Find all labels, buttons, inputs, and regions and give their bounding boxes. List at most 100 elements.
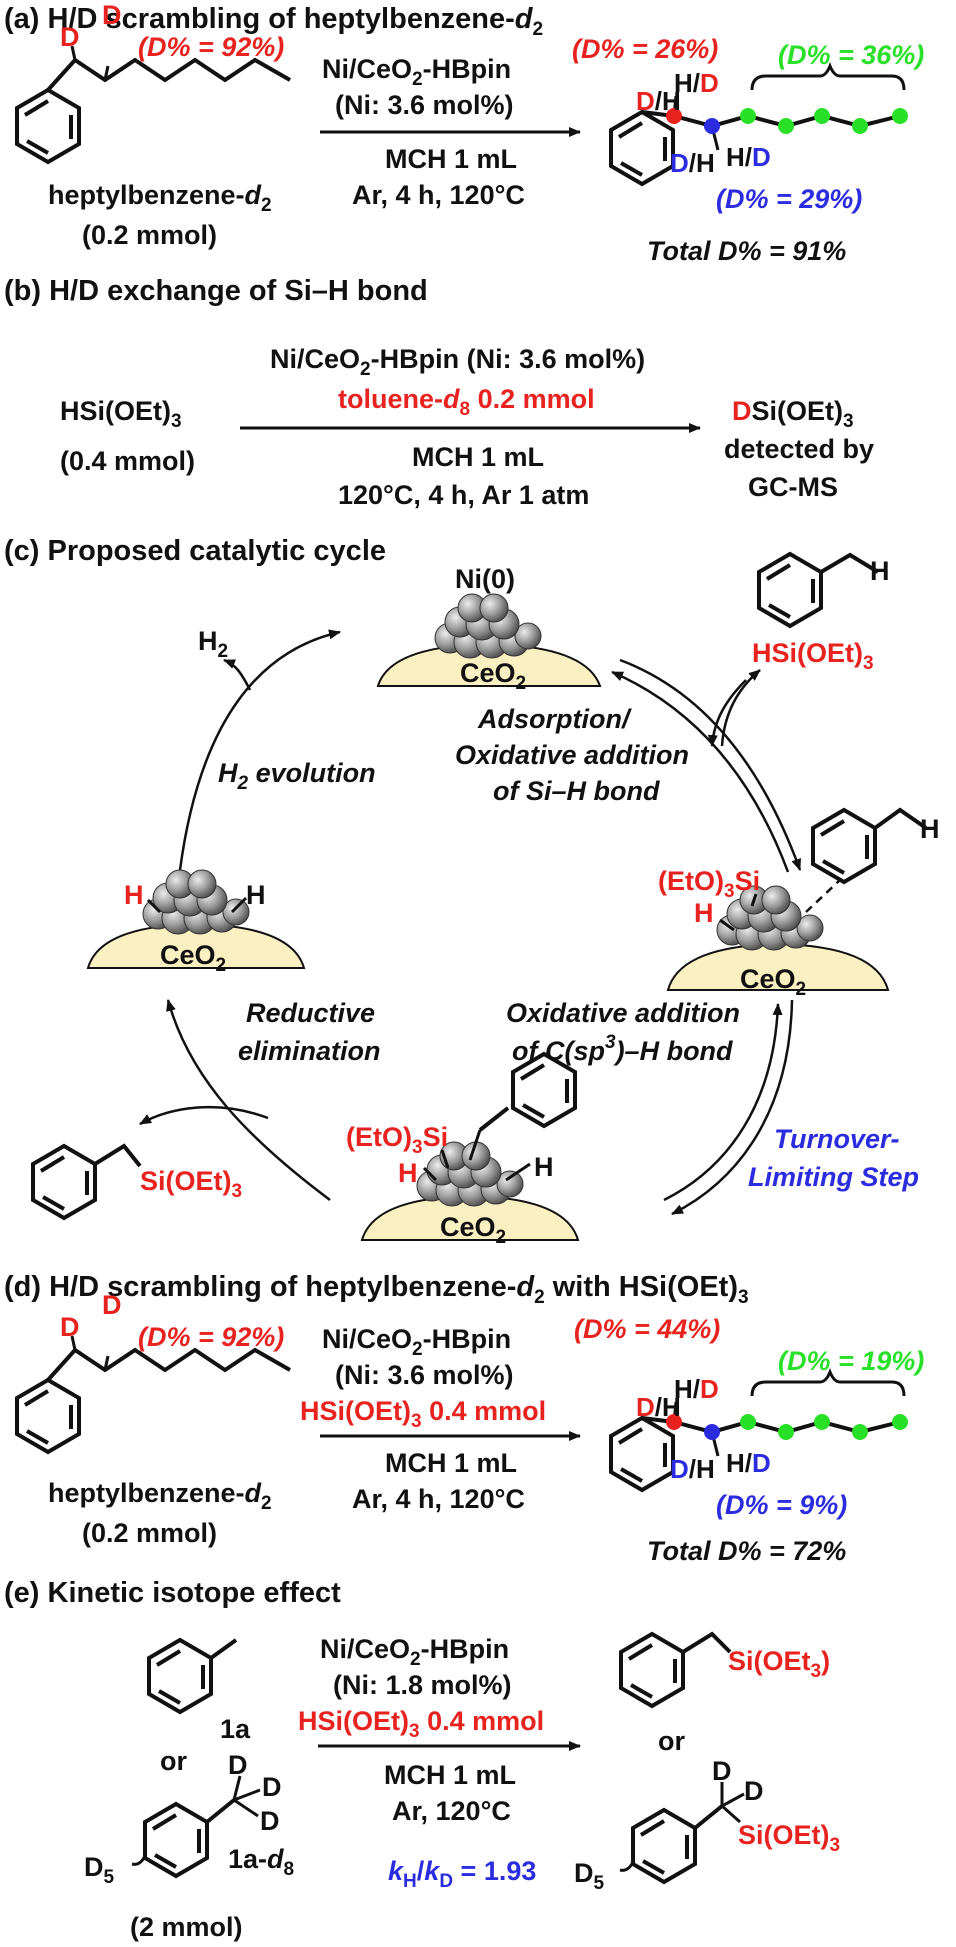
d5-label-product: D5: [574, 1858, 605, 1894]
conditions-b-4: 120°C, 4 h, Ar 1 atm: [338, 480, 589, 510]
nickel-cluster-icon: [142, 869, 250, 935]
product-e1-structure: [619, 1631, 732, 1708]
conditions-b-1: Ni/CeO2-HBpin (Ni: 3.6 mol%): [270, 344, 645, 380]
d-atom-2: D: [102, 0, 122, 30]
label-1a: 1a: [220, 1714, 251, 1744]
d5-label-reactant: D5: [84, 1852, 115, 1888]
adsorption-label-3: of Si–H bond: [493, 776, 660, 806]
conditions-b-2: toluene-d8 0.2 mmol: [338, 384, 595, 420]
oxidative-label-2: of C(sp3)–H bond: [512, 1032, 733, 1066]
product-gcms: GC-MS: [748, 472, 838, 502]
adsorption-label-1: Adsorption/: [477, 704, 632, 734]
reactant-amount-d: (0.2 mmol): [82, 1518, 217, 1548]
arc-adsorption-reverse: [611, 670, 790, 873]
conditions-d-2: (Ni: 3.6 mol%): [335, 1360, 514, 1390]
label-hd-benzylic: H/D: [674, 68, 719, 98]
arc-h2-evolution: [178, 629, 341, 871]
nickel-cluster-icon: [434, 593, 542, 659]
d-percent-homobenzylic-d: (D% = 9%): [716, 1490, 847, 1520]
turnover-label-2: Limiting Step: [748, 1162, 919, 1192]
turnover-label-1: Turnover-: [774, 1124, 900, 1154]
ceo2-top: CeO2: [460, 658, 526, 694]
hsi-reagent: HSi(OEt)3: [752, 638, 874, 674]
d-atom-1: D: [60, 22, 80, 52]
product-e2-structure: [619, 1782, 745, 1884]
d-atom-d2: D: [102, 1290, 122, 1320]
label-dh-benzylic-d: D/H: [636, 1392, 681, 1422]
reductive-label-1: Reductive: [246, 998, 375, 1028]
panel-e-title: (e) Kinetic isotope effect: [4, 1577, 341, 1609]
conditions-d-1: Ni/CeO2-HBpin: [322, 1324, 511, 1360]
h2-product: H2: [198, 626, 228, 662]
arc-h2-release: [223, 658, 252, 691]
hydride-bottom-left: H: [398, 1158, 418, 1188]
catalyst-ni0: [376, 593, 602, 687]
d-percent-start: (D% = 92%): [138, 32, 284, 62]
catalyst-benzyl-si: [360, 1052, 580, 1241]
arc-product-release: [139, 1105, 269, 1126]
ceo2-right: CeO2: [740, 964, 806, 1000]
d-e-1: D: [228, 1750, 248, 1780]
chain-brace: [750, 61, 906, 91]
conditions-top-1: Ni/CeO2-HBpin: [322, 54, 511, 90]
heptylbenzene-d2-structure: [15, 45, 291, 164]
panel-a-title: (a) H/D scrambling of heptylbenzene-d2: [4, 3, 543, 40]
benzene-ring-icon: [147, 1638, 213, 1714]
kie-value: kH/kD = 1.93: [388, 1856, 536, 1892]
reactant-amount: (0.2 mmol): [82, 220, 217, 250]
toluene-1a-structure: [147, 1638, 238, 1714]
h2-evolution-label: H2 evolution: [218, 758, 376, 794]
d-percent-benzylic: (D% = 26%): [572, 34, 718, 64]
conditions-top-2: (Ni: 3.6 mol%): [335, 90, 514, 120]
reactant-hsi: HSi(OEt)3: [60, 396, 182, 432]
hydride-right: H: [246, 880, 266, 910]
d-e-5: D: [744, 1776, 764, 1806]
benzene-ring-icon: [811, 808, 877, 884]
benzene-ring-icon: [619, 1632, 685, 1708]
benzene-ring-icon: [757, 552, 823, 628]
conditions-bottom-1: MCH 1 mL: [385, 144, 517, 174]
benzene-ring-icon: [609, 110, 675, 186]
ni0-label: Ni(0): [455, 564, 515, 594]
hydride-bottom-right: H: [534, 1152, 554, 1182]
reactant-label: heptylbenzene-d2: [48, 180, 272, 216]
catalyst-si-adduct: [666, 807, 928, 991]
adsorption-label-2: Oxidative addition: [455, 740, 689, 770]
label-dh-benzylic: D/H: [636, 86, 681, 116]
conditions-d-4: MCH 1 mL: [385, 1448, 517, 1478]
label-dh-homobenzylic: D/H: [670, 148, 715, 178]
conditions-e-1: Ni/CeO2-HBpin: [320, 1634, 509, 1670]
conditions-d-3: HSi(OEt)3 0.4 mmol: [300, 1396, 546, 1432]
d-percent-benzylic-d: (D% = 44%): [574, 1314, 720, 1344]
d-percent-start-d: (D% = 92%): [138, 1322, 284, 1352]
arc-oxidative-forward: [671, 999, 794, 1216]
eto3si-bottom: (EtO)3Si: [346, 1122, 448, 1158]
label-1a-d8: 1a-d8: [228, 1844, 294, 1880]
panel-c-title: (c) Proposed catalytic cycle: [4, 535, 386, 567]
or-e-1: or: [160, 1746, 187, 1776]
product-a-structure: [609, 61, 908, 186]
eto3si-right: (EtO)3Si: [658, 866, 760, 902]
product-d-structure: [609, 1367, 908, 1492]
oxidative-label-1: Oxidative addition: [506, 998, 740, 1028]
d-e-3: D: [260, 1806, 280, 1836]
panel-b-title: (b) H/D exchange of Si–H bond: [4, 275, 428, 307]
benzylic-carbon-dot: [666, 108, 682, 124]
benzene-ring-icon: [15, 1378, 81, 1454]
homobenzylic-carbon-dot: [704, 118, 720, 134]
amount-e: (2 mmol): [130, 1912, 243, 1942]
label-hd-homobenzylic: H/D: [726, 142, 771, 172]
arc-oxidative-reverse: [663, 1003, 783, 1202]
conditions-b-3: MCH 1 mL: [412, 442, 544, 472]
catalyst-dihydride: [86, 869, 306, 969]
heptylbenzene-d2-structure-d: [15, 1335, 291, 1454]
d-e-2: D: [262, 1772, 282, 1802]
benzene-ring-icon: [143, 1802, 209, 1878]
d-atom-d1: D: [60, 1312, 80, 1342]
arc-substrate-in: [707, 679, 747, 747]
toluene-d8-structure: [131, 1775, 261, 1878]
arc-adsorption-forward: [619, 658, 802, 871]
total-d-percent-a: Total D% = 91%: [647, 236, 846, 266]
reactant-hsi-amount: (0.4 mmol): [60, 446, 195, 476]
hydride-right-cat: H: [694, 898, 714, 928]
